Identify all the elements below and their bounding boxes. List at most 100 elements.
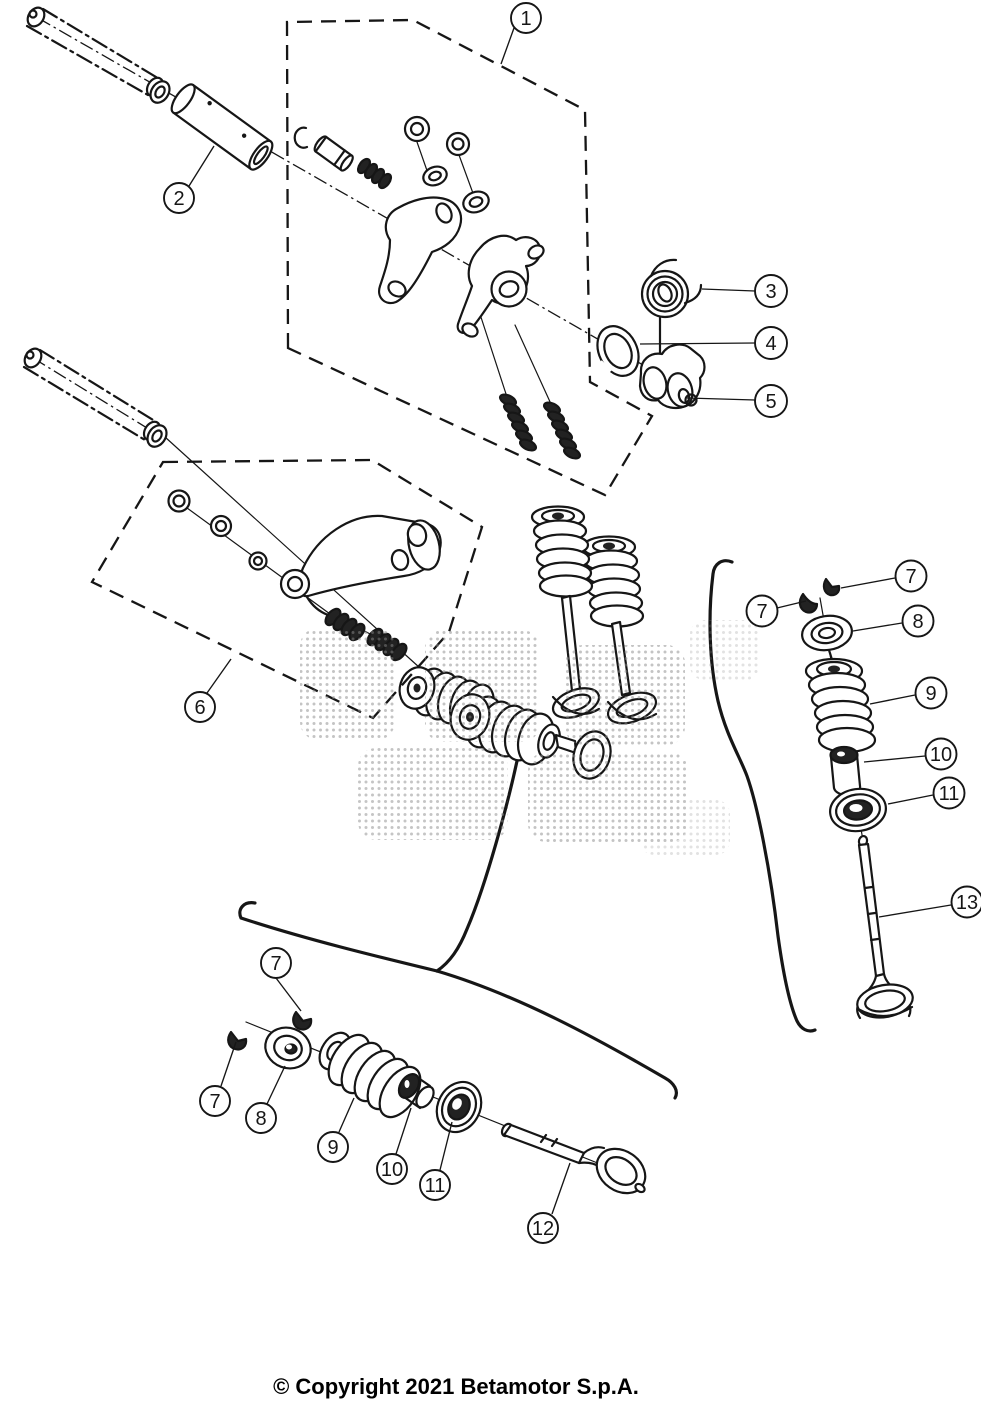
callout-leader-11-bottom [439, 1121, 453, 1171]
watermark [300, 620, 760, 855]
callout-circle-2 [163, 182, 195, 214]
callout-number-4: 4 [765, 333, 776, 355]
dashed-box-group-1 [285, 18, 654, 497]
parts-artwork [22, 6, 914, 1195]
callout-number-12: 12 [532, 1218, 554, 1240]
callout-leader-9-right [869, 694, 916, 705]
callout-number-7-left: 7 [756, 601, 767, 623]
callout-circle-10-right [924, 737, 958, 771]
callout-number-13: 13 [956, 892, 978, 914]
torsion-spring-part-3 [640, 258, 703, 319]
valve-part-12 [500, 1122, 647, 1195]
callout-10-right: 10 [863, 737, 958, 771]
callout-leader-7-bottom-upper [275, 977, 302, 1012]
adjuster-springs-top [498, 393, 582, 460]
callout-number-7-right: 7 [905, 566, 916, 588]
callout-leader-7-left [776, 600, 807, 609]
callout-9-bottom: 9 [317, 1097, 355, 1163]
callout-leader-12 [551, 1162, 571, 1215]
callout-circle-11-right [932, 776, 966, 810]
callout-number-11-right: 11 [939, 783, 960, 805]
callout-leader-6 [206, 658, 232, 694]
rocker-assembly-group-6 [167, 489, 442, 662]
callout-circle-12 [527, 1212, 559, 1244]
grouping-braces [238, 559, 817, 1100]
callout-1: 1 [500, 2, 542, 65]
callout-7-bottom-lower: 7 [199, 1041, 237, 1117]
callout-circle-4 [754, 326, 788, 360]
callout-circle-10-bottom [376, 1153, 408, 1185]
circlip-and-screw [293, 126, 393, 190]
rocker-shaft-bottom [22, 347, 168, 448]
valve-keeper-right-a [798, 592, 819, 614]
callout-circle-9-bottom [317, 1131, 349, 1163]
callout-circle-7-right [894, 559, 928, 593]
callout-circle-1 [510, 2, 542, 34]
spacer-part-2 [170, 83, 274, 171]
callout-leader-13 [878, 904, 952, 918]
callout-8-bottom: 8 [245, 1065, 286, 1134]
callout-circle-7-left [745, 594, 779, 628]
callout-leader-1 [500, 27, 515, 65]
callout-circle-6 [184, 691, 216, 723]
callout-9-right: 9 [869, 676, 948, 710]
callout-12: 12 [527, 1162, 571, 1244]
callout-leader-11-right [887, 794, 934, 805]
callout-number-7-bottom-lower: 7 [209, 1091, 220, 1113]
retainer-part-5 [638, 316, 706, 410]
callout-2: 2 [163, 145, 215, 214]
callout-number-1: 1 [520, 8, 531, 30]
callout-leader-8-bottom [266, 1065, 286, 1105]
ring-part-4 [596, 325, 640, 377]
centerlines [32, 17, 865, 1165]
callout-3: 3 [701, 274, 788, 308]
callout-circle-7-bottom-upper [260, 947, 292, 979]
valve-part-13 [856, 834, 914, 1020]
callout-circle-7-bottom-lower [199, 1085, 231, 1117]
callout-10-bottom: 10 [376, 1107, 412, 1185]
callout-7-left: 7 [745, 594, 807, 628]
callout-4: 4 [639, 326, 788, 360]
callout-7-bottom-upper: 7 [260, 947, 302, 1012]
callout-leader-8-right [852, 622, 903, 632]
callout-circle-9-right [914, 676, 948, 710]
callout-circle-5 [754, 384, 788, 418]
rocker-arm-lower [456, 190, 545, 338]
callout-number-11-bottom: 11 [425, 1175, 446, 1197]
callout-5: 5 [686, 384, 788, 418]
callout-leader-3 [701, 288, 756, 292]
callout-leader-4 [639, 342, 756, 345]
callout-leader-7-bottom-lower [220, 1041, 237, 1087]
callout-circle-11-bottom [419, 1169, 451, 1201]
copyright-text: © Copyright 2021 Betamotor S.p.A. [273, 1374, 639, 1399]
callout-number-2: 2 [173, 188, 184, 210]
callout-circle-13 [950, 885, 981, 919]
dashed-box-group-6 [90, 458, 484, 720]
callout-circle-3 [754, 274, 788, 308]
callout-6: 6 [184, 658, 232, 723]
rocker-shaft-top [25, 6, 171, 104]
callout-8-right: 8 [852, 604, 935, 638]
valve-stack-right [798, 577, 914, 1020]
valve-keeper-bottom-b [227, 1030, 248, 1051]
callout-number-8-bottom: 8 [255, 1108, 266, 1130]
callout-number-10-right: 10 [930, 744, 952, 766]
callout-11-right: 11 [887, 776, 966, 810]
callout-leader-7-right [840, 577, 896, 589]
callout-number-9-right: 9 [925, 683, 936, 705]
callout-leader-9-bottom [338, 1097, 355, 1133]
callout-13: 13 [878, 885, 981, 919]
callout-leader-2 [188, 145, 215, 187]
callout-number-7-bottom-upper: 7 [270, 953, 281, 975]
callout-leader-10-bottom [395, 1107, 412, 1155]
locknuts-top [403, 115, 471, 157]
valve-stack-bottom [227, 1010, 647, 1195]
callout-11-bottom: 11 [419, 1121, 453, 1201]
rocker-arm-upper [378, 165, 463, 305]
callout-number-8-right: 8 [912, 611, 923, 633]
callout-number-6: 6 [194, 697, 205, 719]
callout-number-10-bottom: 10 [381, 1159, 403, 1181]
callout-circle-8-right [901, 604, 935, 638]
